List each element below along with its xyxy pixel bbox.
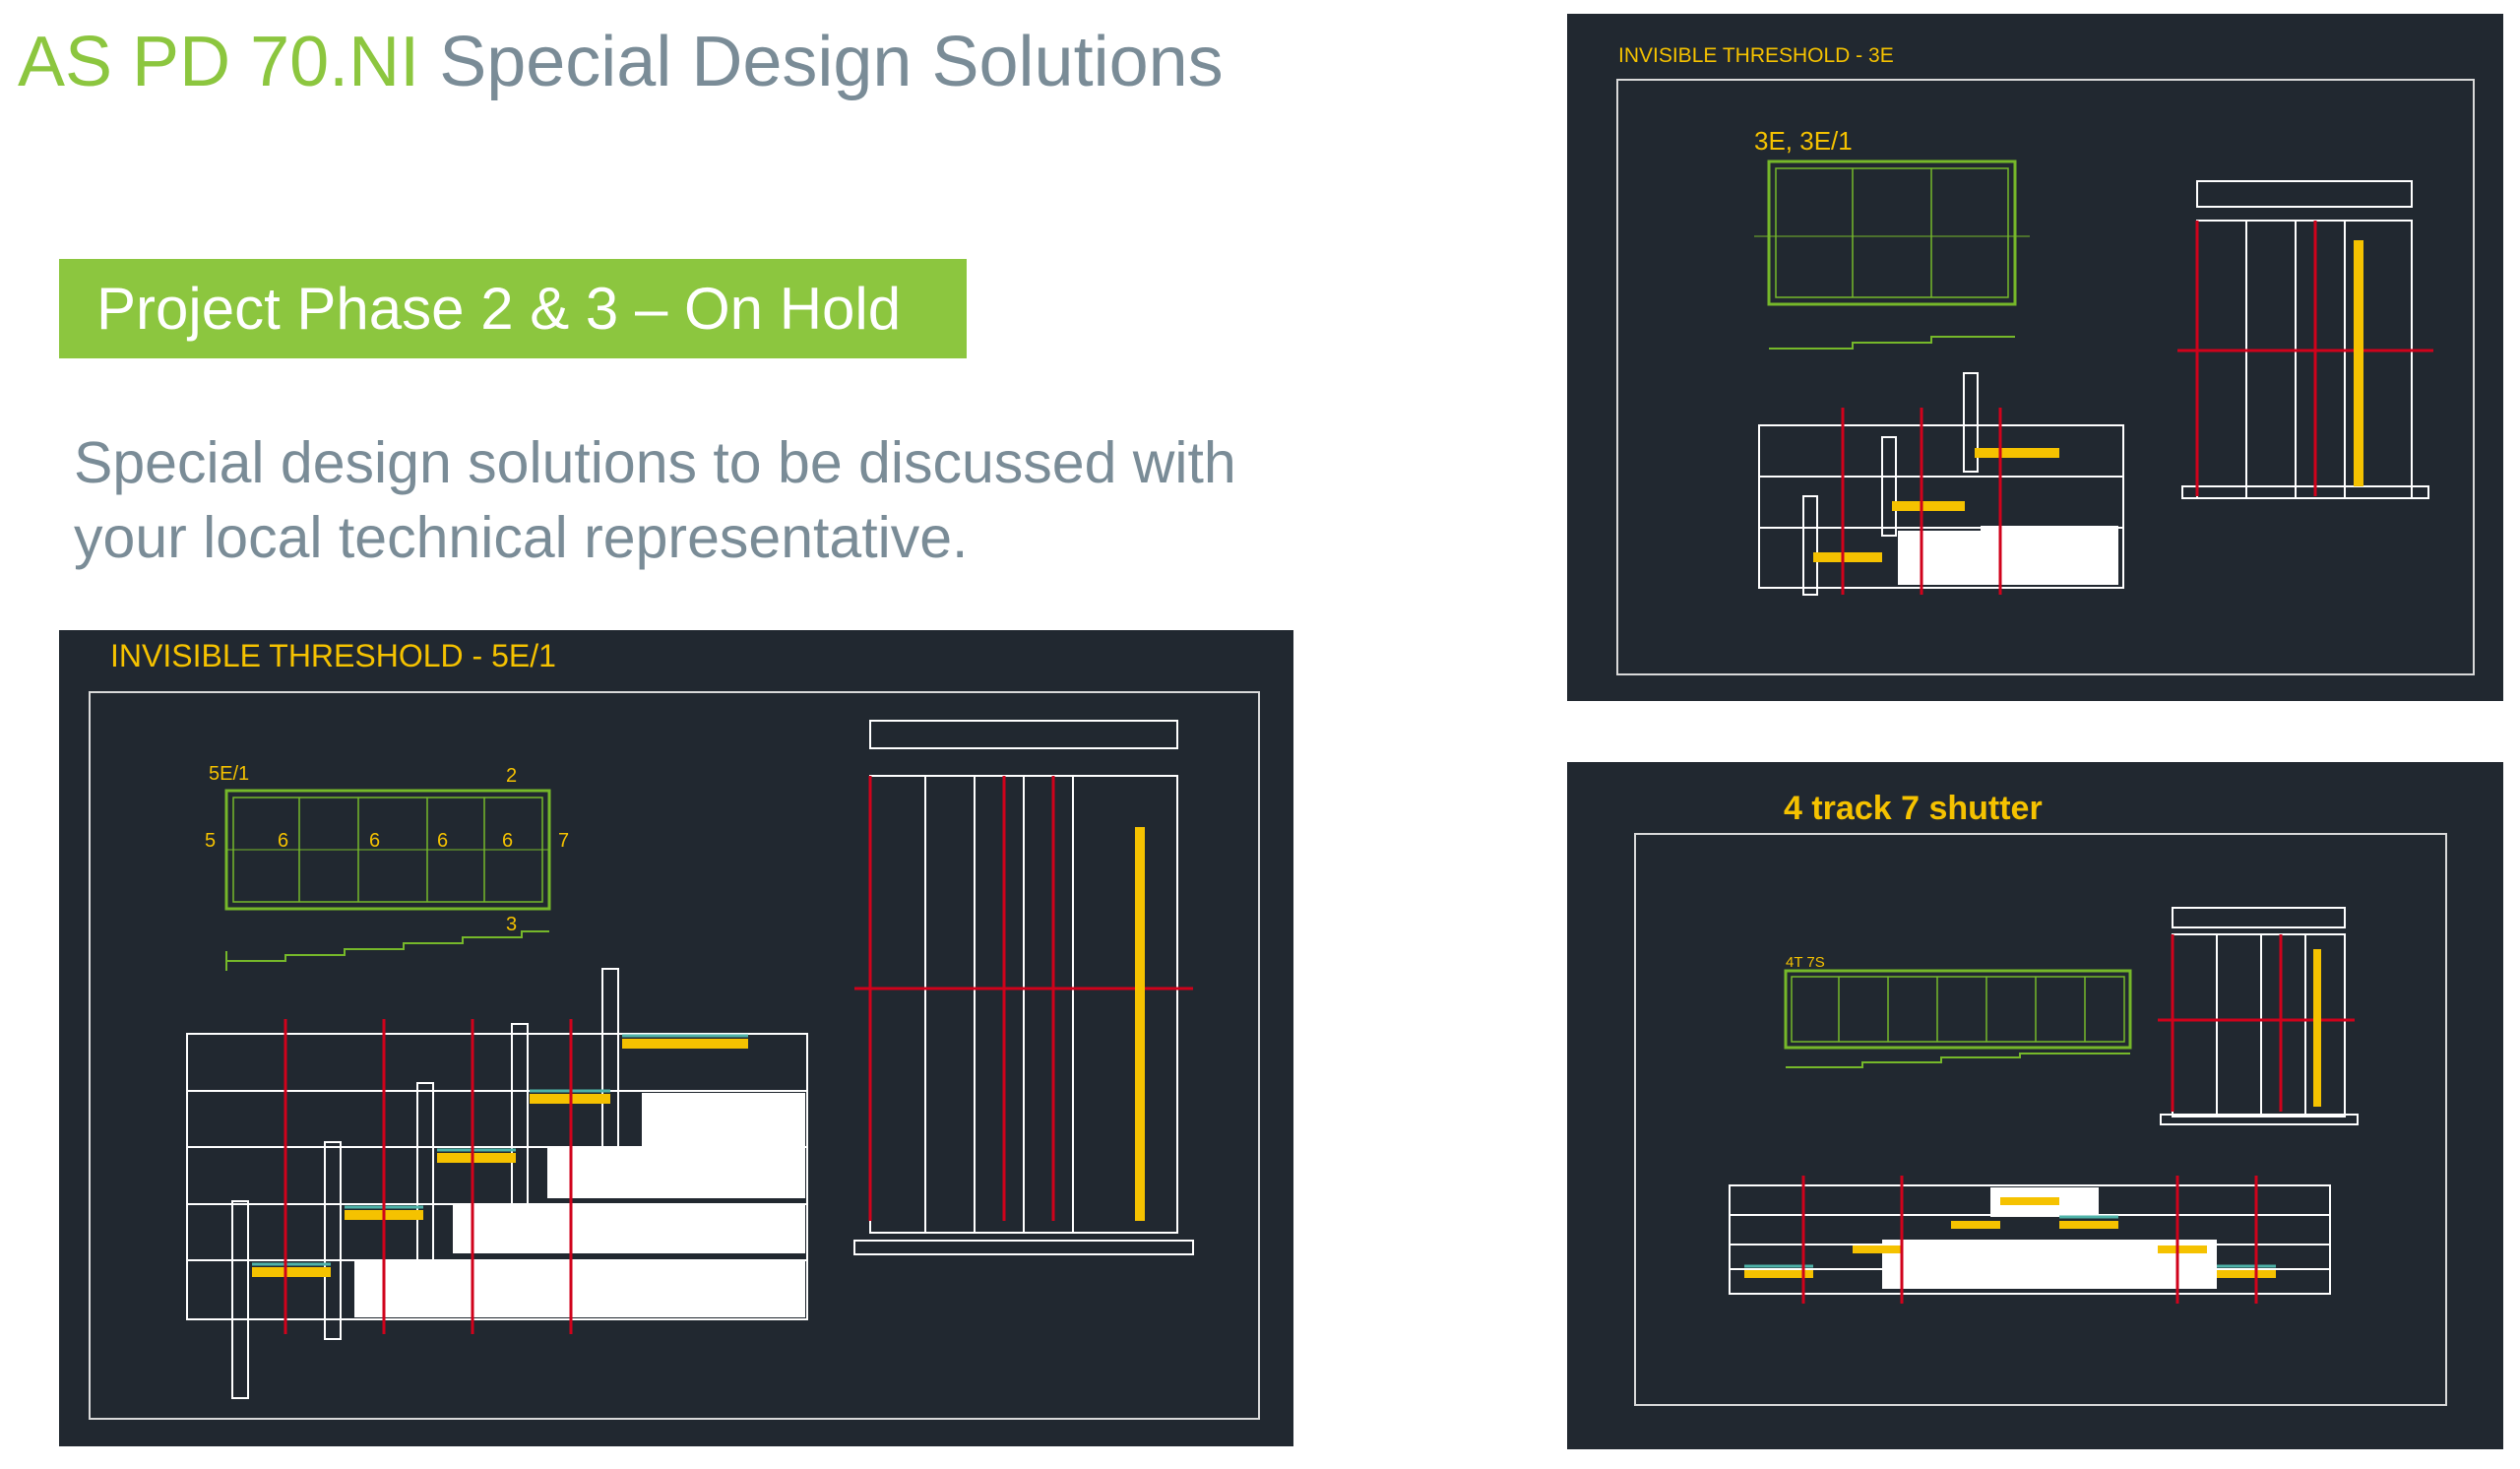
plan-section <box>1758 372 2124 596</box>
sash-profiles <box>1813 448 2059 562</box>
drawing-title-3e: INVISIBLE THRESHOLD - 3E <box>1618 44 1894 67</box>
track-lines <box>284 1019 573 1334</box>
glass-areas <box>354 1093 805 1317</box>
title-rest: Special Design Solutions <box>439 23 1224 101</box>
dim-label-6d: 6 <box>502 830 514 852</box>
track-lines <box>1841 408 2002 595</box>
description-line-1: Special design solutions to be discussed… <box>74 430 1236 495</box>
dim-label-6b: 6 <box>369 830 381 852</box>
cad-linework-4t7s <box>1729 907 2359 1304</box>
sash-profiles <box>1744 1197 2276 1278</box>
elevation-view <box>1754 160 2030 350</box>
type-label-3e: 3E, 3E/1 <box>1754 126 1853 156</box>
type-label-5e1: 5E/1 <box>209 763 250 785</box>
title-brand: AS PD 70.NI <box>18 23 420 101</box>
cad-linework-5e1 <box>186 720 1194 1399</box>
slide-title: AS PD 70.NI Special Design Solutions <box>18 18 1224 106</box>
description-text: Special design solutions to be discussed… <box>74 425 1354 575</box>
vertical-section <box>2160 907 2359 1125</box>
vertical-section-red <box>2158 934 2355 1112</box>
dim-label-3: 3 <box>506 914 518 935</box>
vertical-section <box>2181 180 2429 499</box>
drawing-title-4t7s: 4 track 7 shutter <box>1784 790 2043 827</box>
drawing-title-5e1: INVISIBLE THRESHOLD - 5E/1 <box>110 638 556 673</box>
dim-label-6a: 6 <box>278 830 289 852</box>
drawing-frame <box>89 691 1260 1420</box>
cad-drawing-4t7s: 4 track 7 shutter 4T 7S <box>1567 762 2503 1449</box>
elevation-view <box>224 789 551 971</box>
dim-label-5: 5 <box>205 830 217 852</box>
description-line-2: your local technical representative. <box>74 505 969 570</box>
phase-banner: Project Phase 2 & 3 – On Hold <box>59 259 967 358</box>
sash-glazing <box>1744 1215 2276 1268</box>
cad-drawing-5e1: INVISIBLE THRESHOLD - 5E/1 5E/1 2 5 6 6 … <box>59 630 1293 1446</box>
drawing-frame <box>1616 79 2475 675</box>
vertical-section-red <box>2177 221 2433 496</box>
dim-label-6c: 6 <box>437 830 449 852</box>
track-lines <box>1801 1176 2258 1304</box>
dim-label-2: 2 <box>506 765 518 787</box>
type-label-4t7s: 4T 7S <box>1786 954 1825 971</box>
cad-linework-3e <box>1754 160 2433 596</box>
cad-drawing-3e: INVISIBLE THRESHOLD - 3E 3E, 3E/1 <box>1567 14 2503 701</box>
elevation-view <box>1784 969 2132 1068</box>
dim-label-7: 7 <box>558 830 570 852</box>
drawing-frame <box>1634 833 2447 1406</box>
glass-areas <box>1898 526 2118 585</box>
vertical-section-red <box>854 776 1193 1221</box>
